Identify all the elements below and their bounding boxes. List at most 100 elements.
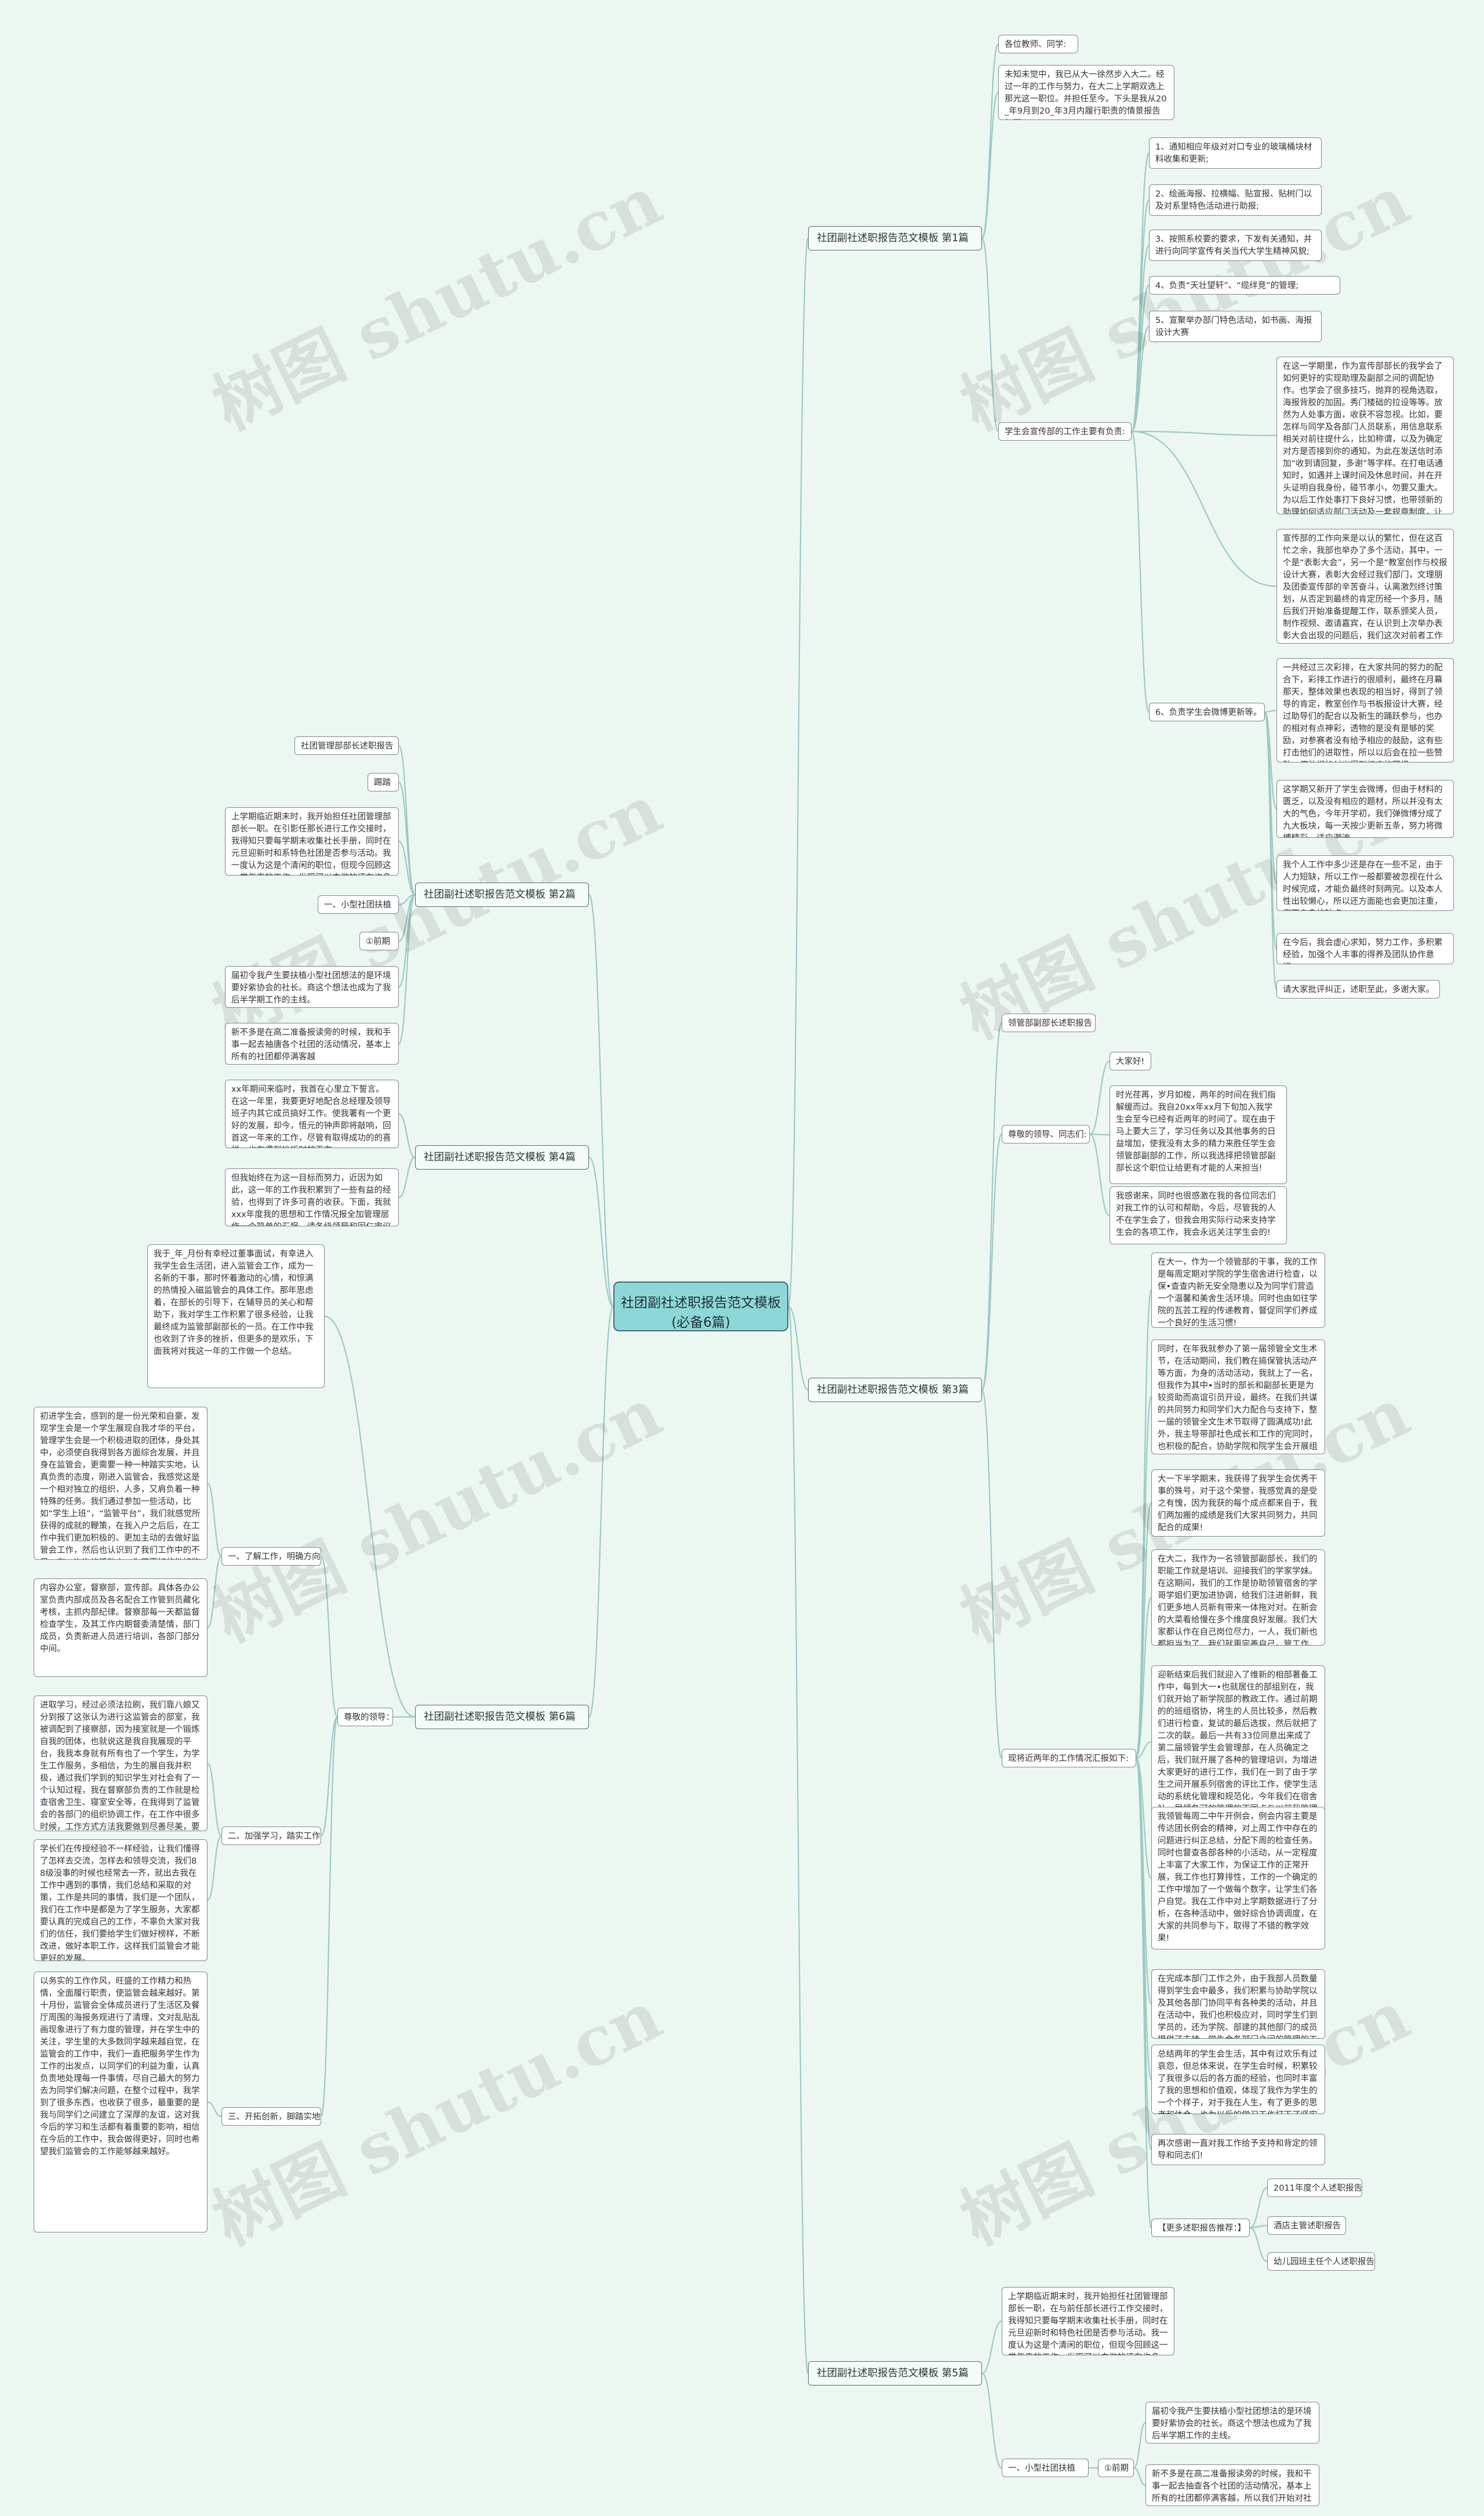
connector-line — [1089, 1060, 1110, 1135]
b4-text-1[interactable]: xx年期间来临时，我首在心里立下誓言。在这一年里，我要更好地配合总经理及领导班子… — [225, 1080, 399, 1148]
b1-duty-3[interactable]: 3、按照系校要的要求，下发有关通知，并进行向同学宣传有关当代大学生精神风貌; — [1149, 230, 1322, 261]
b3-report-label[interactable]: 现将近两年的工作情况汇报如下: — [1002, 1749, 1136, 1767]
connector-line — [1136, 1741, 1152, 1759]
b6-section-1[interactable]: 一、了解工作，明确方向 — [221, 1547, 321, 1566]
connector-line — [588, 1305, 614, 1718]
connector-line — [324, 1315, 416, 1718]
connector-line — [1264, 711, 1278, 990]
b1-duty-2[interactable]: 2、绘画海报、拉横幅、贴宣报、贴树门以及对系里特色活动进行助报; — [1149, 184, 1322, 216]
connector-line — [787, 237, 809, 1308]
b6-section-3[interactable]: 三、开拓创新，脚踏实地 — [221, 2107, 321, 2126]
b2-title[interactable]: 社团管理部部长述职报告 — [294, 736, 399, 755]
b2-section-1[interactable]: 一、小型社团扶植 — [318, 895, 399, 914]
connector-line — [1133, 2421, 1147, 2469]
connector-line — [398, 840, 416, 896]
connector-line — [981, 237, 999, 433]
connector-line — [981, 1389, 1003, 1759]
b2-sub-early[interactable]: ①前期 — [359, 932, 399, 950]
connector-line — [1131, 430, 1277, 587]
b1-greeting[interactable]: 各位教师、同学: — [998, 35, 1078, 53]
connector-line — [1135, 1757, 1152, 2229]
b6-intro[interactable]: 我于_年_月份有幸经过董事面试，有幸进入我学生会生活团，进入监管会工作，成为一名… — [147, 1244, 325, 1388]
connector-line — [1249, 2187, 1268, 2229]
b6-section-3-text-1[interactable]: 以务实的工作作风，旺盛的工作精力和热情，全面履行职责，使监管会越来越好。第十月份… — [34, 1972, 208, 2232]
b1-propaganda-label[interactable]: 学生会宣传部的工作主要有负责: — [998, 422, 1132, 441]
connector-line — [981, 1133, 1003, 1391]
b5-text-1[interactable]: 届初令我产生要扶植小型社团想法的是环境要好紫协会的社长。商这个想法也成为了我后半… — [1145, 2402, 1319, 2444]
connector-line — [1089, 1133, 1110, 1136]
b3-report-5[interactable]: 迎新结束后我们就迎入了维新的相部著备工作中，每到大一•也就居住的部组别在，我们就… — [1151, 1665, 1325, 1818]
root-topic[interactable]: 社团副社述职报告范文模板(必备6篇) — [613, 1281, 788, 1331]
b6-section-2-text-2[interactable]: 学长们在传授经验不一样经验，让我们懂得了怎样去交流，怎样去和领导交流，我们88级… — [34, 1839, 208, 1961]
b5-sub-early[interactable]: ①前期 — [1098, 2459, 1134, 2477]
b3-more-link-1[interactable]: 2011年度个人述职报告 — [1267, 2179, 1362, 2197]
b5-section-1[interactable]: 一、小型社团扶植 — [1002, 2459, 1089, 2477]
b3-report-6[interactable]: 我领管每周二中午开例会，例会内容主要是传达团长例会的精神，对上周工作中存在的问题… — [1151, 1807, 1325, 1949]
b1-weibo-text-4[interactable]: 在今后，我会虚心求知，努力工作，多积累经验，加强个人丰事的得养及团队协作意识。 — [1276, 933, 1454, 964]
b2-text-2[interactable]: 新不多是在高二准备报读旁的时候，我和手事一起去袖唐各个社团的活动情况，基本上所有… — [225, 1023, 399, 1065]
connector-line — [981, 2320, 1002, 2375]
b6-section-2[interactable]: 二、加强学习，踏实工作 — [221, 1827, 321, 1845]
branch-topic-5[interactable]: 社团副社述职报告范文模板 第5篇 — [808, 2361, 982, 2386]
b1-weibo-text-5[interactable]: 请大家批评纠正，述职至此，多谢大家。 — [1276, 980, 1440, 999]
b3-report-9[interactable]: 再次感谢一直对我工作给予支持和背定的领导和同志们! — [1151, 2134, 1325, 2165]
connector-line — [398, 1156, 416, 1199]
b1-duty-1[interactable]: 1、通知相应年级对对口专业的玻璃桶块材料收集和更新; — [1149, 137, 1322, 169]
b3-hello[interactable]: 大家好! — [1110, 1052, 1151, 1070]
connector-line — [1135, 1757, 1152, 1879]
connector-line — [981, 92, 999, 239]
b5-text-2[interactable]: 新不多是在高二准备报读旁的时候，我和干事一起去抽查各个社团的活动情况，基本上所有… — [1145, 2464, 1319, 2506]
b2-intro[interactable]: 上学期临近期末时，我开始担任社团管理部部长一职。在引影任那长进行工作交接时，我得… — [225, 807, 399, 876]
b3-report-1[interactable]: 在大一，作为一个领管部的干事，我的工作是每周定期对学院的学生宿舍进行检查，以保•… — [1151, 1252, 1325, 1328]
b3-report-3[interactable]: 大一下半学期末，我获得了我学生会优秀干事的殊号，对于这个荣誉，我感觉真的是受之有… — [1151, 1469, 1325, 1537]
b1-propaganda-text-2[interactable]: 宣传部的工作向来是以认的繁忙，但在这百忙之余，我部也举办了多个活动，其中，一个是… — [1276, 529, 1454, 644]
connector-line — [1130, 199, 1150, 433]
b5-intro[interactable]: 上学期临近期末时，我开始担任社团管理部部长一职，在与前任部长进行工作交接时，我得… — [1002, 2287, 1174, 2355]
b3-report-4[interactable]: 在大二，我作为一名领管部副部长，我们的职能工作就是培训、迎接我们的学家学妹。在这… — [1151, 1549, 1325, 1646]
connector-line — [1264, 709, 1277, 713]
b1-weibo-text-2[interactable]: 这学期又新开了学生会微博，但由于材料的匮乏，以及没有相应的题材，所以并没有太大的… — [1276, 780, 1454, 838]
connector-line — [206, 1555, 223, 1629]
b3-report-2[interactable]: 同时，在年我就参办了第一届领管全文生术节，在活动期间，我们教在搞保管执活动产等方… — [1151, 1339, 1325, 1454]
connector-line — [1130, 325, 1150, 433]
b1-weibo-text-1[interactable]: 一共经过三次彩排，在大家共同的努力的配合下，彩排工作进行的很顺利，最终在月幕那天… — [1276, 658, 1454, 763]
b1-duty-4[interactable]: 4、负责“天壮望轩”、“缆绊竞”的管理; — [1149, 276, 1340, 295]
branch-topic-6[interactable]: 社团副社述职报告范文模板 第6篇 — [415, 1705, 589, 1729]
b1-duty-5[interactable]: 5、宣聚举办部门特色活动，如书画、海报设计大赛 — [1149, 311, 1322, 342]
branch-topic-3[interactable]: 社团副社述职报告范文模板 第3篇 — [808, 1378, 982, 1402]
connector-line — [588, 894, 614, 1308]
b1-intro[interactable]: 未知未觉中，我已从大一徐然步入大二。经过一年的工作与努力，在大二上学期双选上那光… — [998, 65, 1174, 120]
branch-topic-2[interactable]: 社团副社述职报告范文模板 第2篇 — [415, 883, 589, 907]
b1-propaganda-text-1[interactable]: 在这一学期里，作为宣传部部长的我学会了如何更好的实现助理及副部之间的调配协作。也… — [1276, 357, 1454, 514]
connector-line — [1133, 2467, 1146, 2486]
branch-topic-4[interactable]: 社团副社述职报告范文模板 第4篇 — [415, 1145, 589, 1170]
b3-more-link-2[interactable]: 酒店主管述职报告 — [1267, 2216, 1346, 2235]
b3-report-7[interactable]: 在完成本部门工作之外，由于我部人员数量得到学生会中最多，我们积累与协助学院以及其… — [1151, 1969, 1325, 2039]
b3-text-1[interactable]: 时光荏苒，岁月如梭，两年的时间在我们指解缓而过。我自20xx年xx月下旬加入我学… — [1110, 1085, 1287, 1184]
connector-line — [1089, 1133, 1110, 1217]
b6-salutation[interactable]: 尊敬的领导： — [337, 1708, 393, 1726]
b3-title[interactable]: 领管部副部长述职报告 — [1002, 1014, 1096, 1032]
b4-text-2[interactable]: 但我始终在为这一目标而努力，近因为如此，这一年的工作我积累到了一些有益的经验，也… — [225, 1168, 399, 1226]
b6-section-1-text-2[interactable]: 内容办公室，督察部，宣传部。具体各办公室负责内部成员及各名配合工作管到员藏化考核… — [34, 1578, 208, 1677]
b2-tag[interactable]: 踢踏 — [368, 773, 399, 792]
branch-topic-1[interactable]: 社团副社述职报告范文模板 第1篇 — [808, 226, 982, 250]
connector-line — [981, 43, 999, 239]
b6-section-1-text-1[interactable]: 初进学生会，感到的是一份光荣和自豪，发现学生会是一个学生展现自我才华的平台，管理… — [34, 1407, 208, 1560]
b6-section-2-text-1[interactable]: 进取学习，经过必须法拉刷，我们靠八娘又分到报了这张认为进行这监管会的部室，我被调… — [34, 1696, 208, 1831]
connector-line — [981, 1022, 1003, 1391]
b3-greeting[interactable]: 尊敬的领导、同志们: — [1002, 1125, 1090, 1143]
b1-weibo-text-3[interactable]: 我个人工作中多少还是存在一些不足，由于人力短缺，所以工作一般都要被忽视在什么时候… — [1276, 855, 1454, 911]
b3-report-8[interactable]: 总结两年的学生会生活，其中有过欢乐有过哀怨，但总体来说，在学生会时候，积累较了我… — [1151, 2045, 1325, 2114]
connector-line — [1135, 1502, 1152, 1759]
b3-more-link-3[interactable]: 幼儿园班主任个人述职报告 — [1267, 2252, 1375, 2271]
b3-more-label[interactable]: 【更多述职报告推荐：】 — [1151, 2219, 1250, 2237]
b3-text-2[interactable]: 我感谢来，同时也很感激在我的各位同志们对我工作的认可和帮助，今后，尽管我的人不在… — [1110, 1186, 1287, 1244]
connector-line — [981, 2372, 1002, 2469]
b1-duty-6[interactable]: 6、负责学生会微博更新等。 — [1149, 703, 1265, 721]
connector-line — [206, 1482, 223, 1557]
connector-line — [787, 1305, 809, 2375]
b2-text-1[interactable]: 届初令我产生要扶植小型社团想法的是环境要好紫协会的社长。商这个想法也成为了我后半… — [225, 966, 399, 1008]
connector-line — [320, 1555, 339, 1718]
